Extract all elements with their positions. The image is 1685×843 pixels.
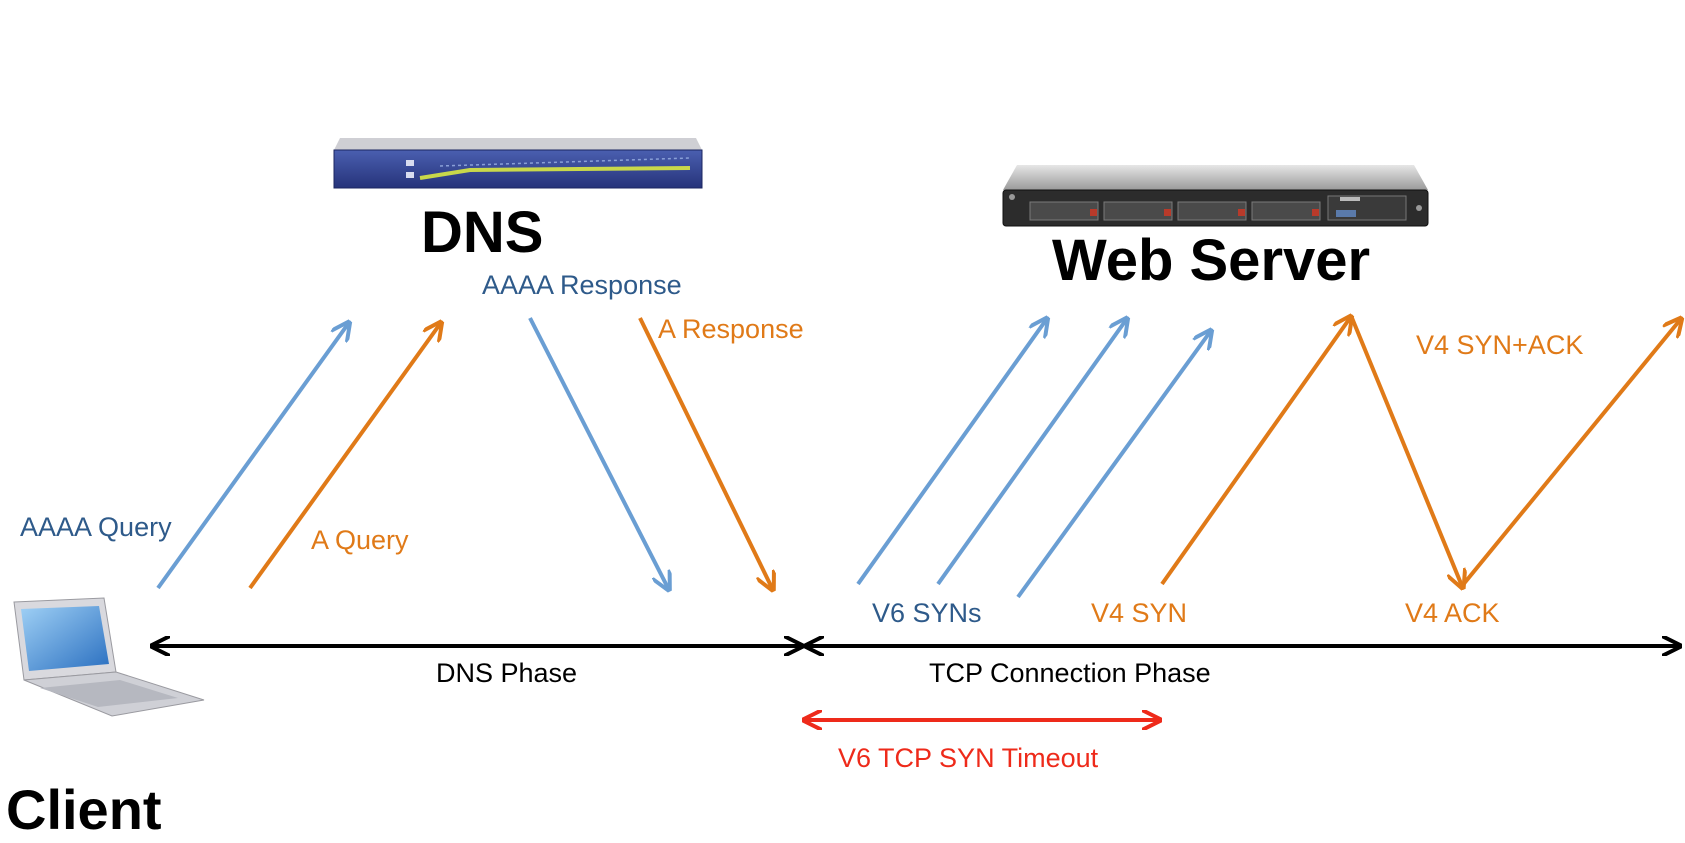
v6-timeout-label: V6 TCP SYN Timeout	[838, 743, 1099, 773]
dns-server-appliance-icon	[333, 138, 703, 189]
a-query-arrow	[248, 324, 440, 590]
v4-syn-arrow	[1160, 318, 1350, 586]
tcp-phase-label: TCP Connection Phase	[929, 658, 1211, 688]
dns-node-label: DNS	[421, 200, 544, 265]
aaaa-query-label: AAAA Query	[20, 512, 172, 542]
a-response-arrow	[638, 317, 772, 588]
laptop-icon	[13, 597, 205, 717]
aaaa-response-arrow	[528, 317, 668, 588]
v6-syns-label: V6 SYNs	[872, 598, 982, 628]
v4-ack-arrow	[1460, 320, 1680, 588]
a-query-label: A Query	[311, 525, 409, 555]
v4-syn-label: V4 SYN	[1091, 598, 1188, 628]
web-server-node-label: Web Server	[1052, 228, 1371, 293]
v4-synack-arrow	[1350, 317, 1462, 586]
aaaa-response-label: AAAA Response	[482, 270, 682, 300]
v4-ack-label: V4 ACK	[1405, 598, 1500, 628]
v6-syn-arrow-3	[1016, 332, 1210, 599]
v6-syn-arrow-1	[856, 320, 1046, 586]
client-node-label: Client	[6, 778, 162, 841]
v6-syn-arrow-2	[936, 320, 1126, 586]
aaaa-query-arrow	[156, 324, 348, 590]
dns-phase-label: DNS Phase	[436, 658, 578, 688]
a-response-label: A Response	[658, 314, 804, 344]
v4-synack-label: V4 SYN+ACK	[1416, 330, 1584, 360]
rack-web-server-icon	[1002, 165, 1429, 227]
